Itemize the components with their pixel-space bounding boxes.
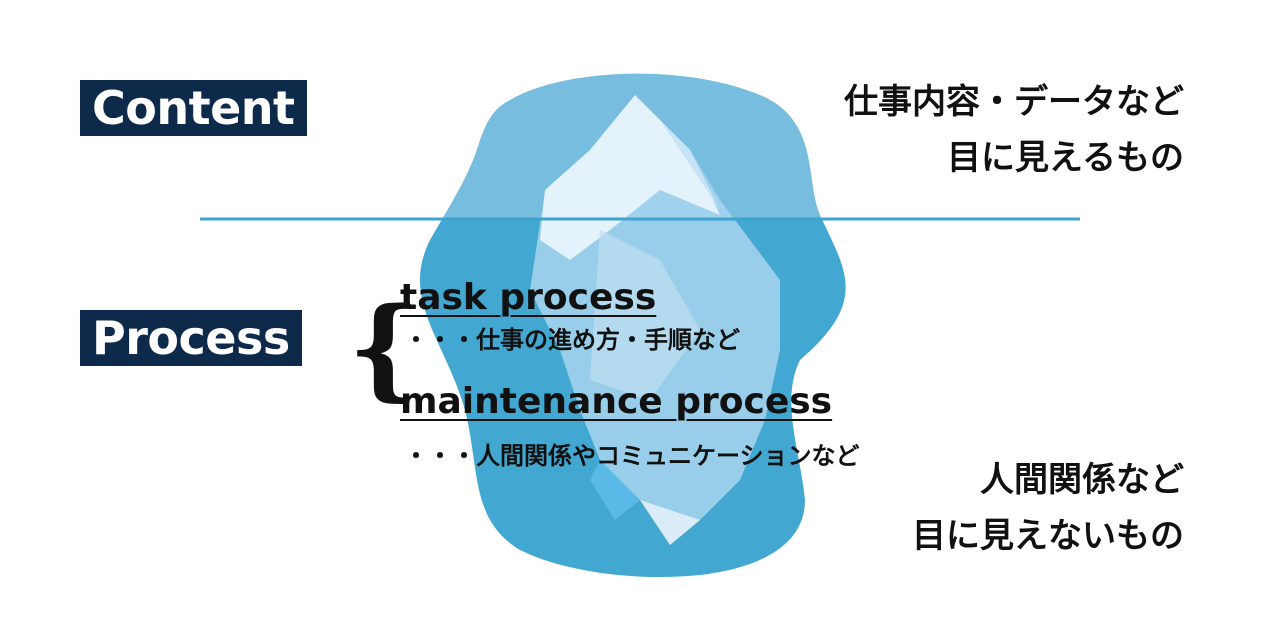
curly-brace: { — [348, 283, 419, 412]
invisible-description: 人間関係など 目に見えないもの — [912, 452, 1184, 564]
ice-tip-side — [590, 460, 640, 520]
visible-description-line2: 目に見えるもの — [947, 138, 1184, 178]
visible-description-line1: 仕事内容・データなど — [844, 82, 1184, 122]
invisible-description-line2: 目に見えないもの — [912, 516, 1184, 556]
maintenance-process-title: maintenance process — [400, 381, 833, 422]
maintenance-process-description: ・・・人間関係やコミュニケーションなど — [404, 442, 860, 470]
ice-facet-lower — [590, 230, 700, 400]
task-process-description: ・・・仕事の進め方・手順など — [404, 326, 740, 354]
process-label: Process — [80, 310, 302, 366]
invisible-description-line1: 人間関係など — [980, 460, 1184, 500]
content-label: Content — [80, 80, 307, 136]
ice-tip-bottom — [640, 500, 700, 545]
visible-description: 仕事内容・データなど 目に見えるもの — [844, 74, 1184, 186]
task-process-title: task process — [400, 277, 657, 318]
